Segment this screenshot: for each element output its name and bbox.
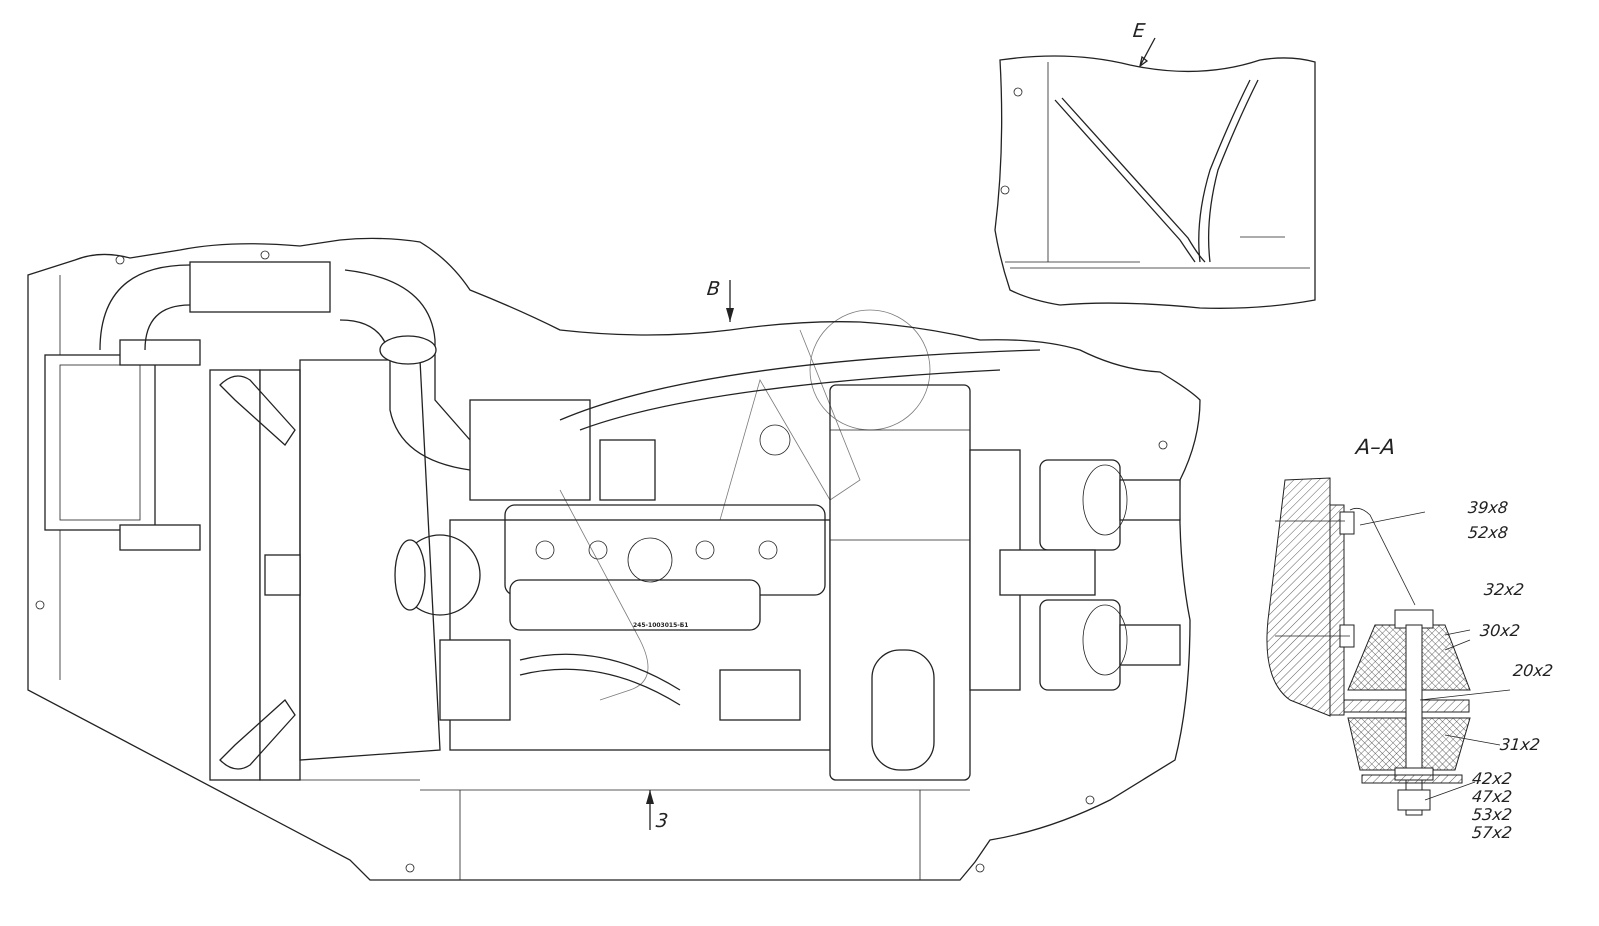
callout-52x8: 52x8	[1467, 523, 1510, 542]
callout-53x2: 53x2	[1471, 805, 1514, 824]
callout-57x2: 57x2	[1471, 823, 1514, 842]
view-e-inset	[994, 37, 1316, 309]
view-b-label: B	[705, 278, 722, 300]
callout-30x2: 30x2	[1479, 621, 1522, 640]
view-3-label: 3	[654, 810, 670, 832]
callout-42x2: 42x2	[1471, 769, 1514, 788]
radiator	[44, 339, 441, 781]
hydraulic-pumps	[969, 449, 1181, 691]
callout-39x8: 39x8	[1467, 498, 1510, 517]
muffler	[829, 384, 971, 781]
callout-20x2: 20x2	[1512, 661, 1555, 680]
view-e-label: E	[1131, 20, 1147, 42]
callout-32x2: 32x2	[1483, 580, 1526, 599]
callout-47x2: 47x2	[1471, 787, 1514, 806]
section-a-a-label: A–A	[1354, 435, 1397, 459]
part-number: 245-1003015-Б1	[633, 622, 689, 629]
callout-31x2: 31x2	[1499, 735, 1542, 754]
watermark-logo	[559, 309, 931, 701]
intake-pipes	[99, 261, 471, 471]
view-arrows	[646, 280, 734, 830]
section-a-a	[1266, 477, 1511, 816]
